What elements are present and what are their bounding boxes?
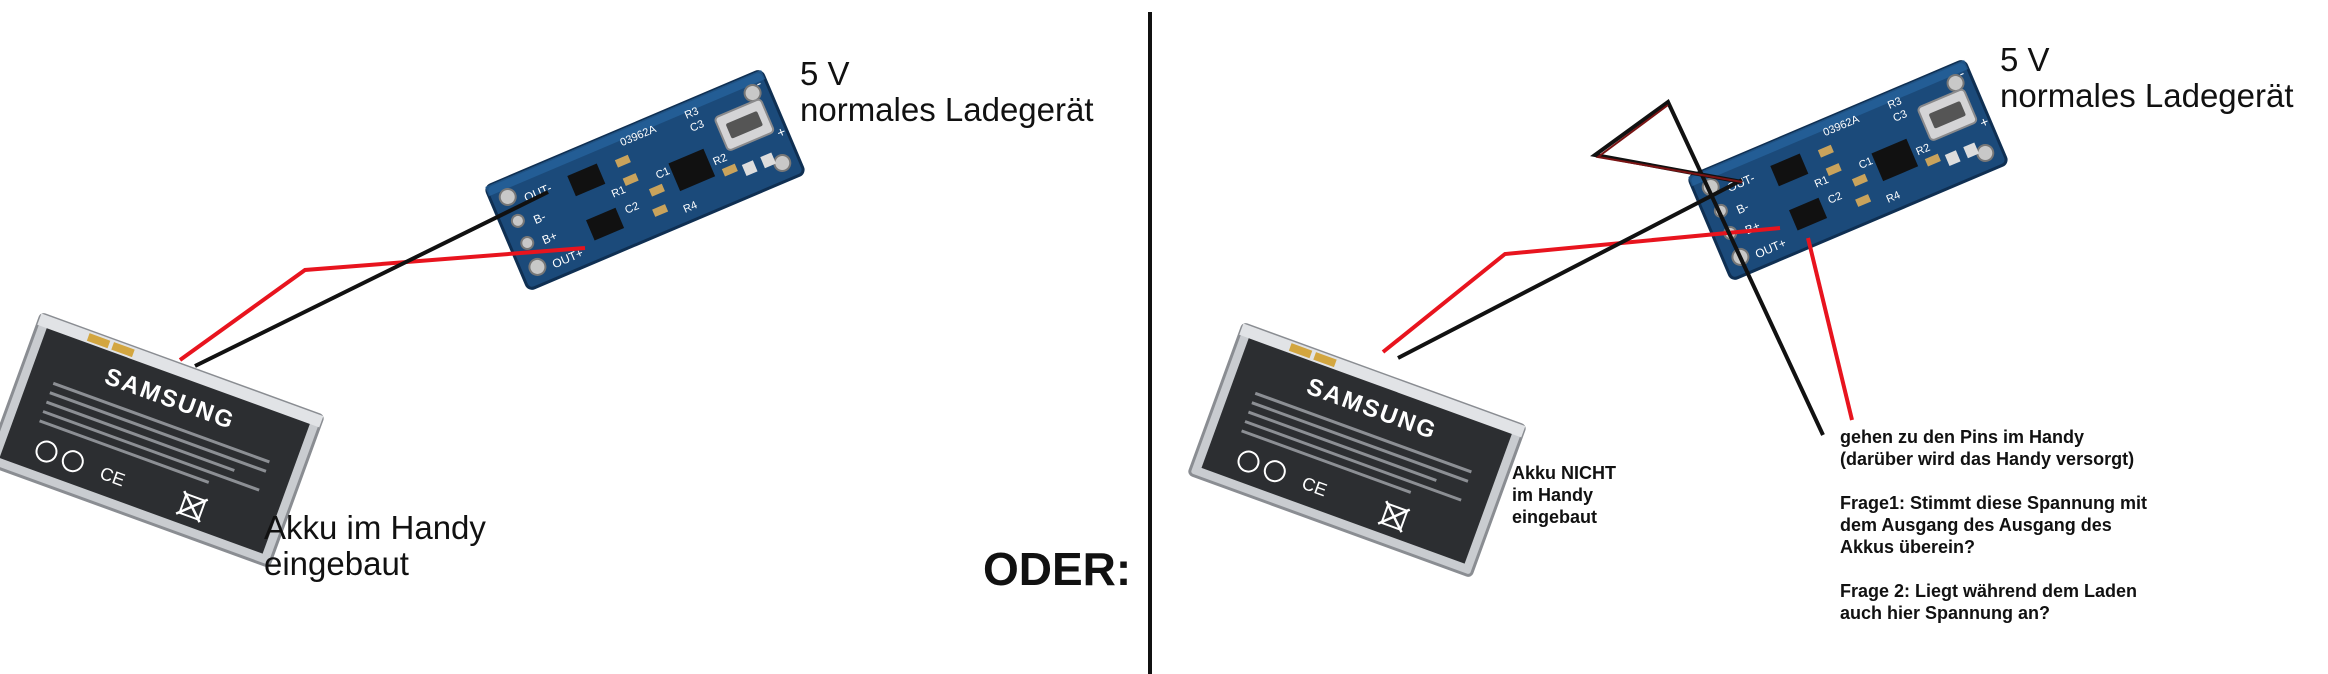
right-wire-red-loop	[1595, 104, 1743, 183]
right-wire-red-to-pins	[1806, 237, 1854, 421]
right-wire-red	[1381, 226, 1781, 354]
right-note: gehen zu den Pins im Handy (darüber wird…	[1840, 427, 2148, 623]
oder-label: ODER:	[983, 543, 1132, 595]
left-wire-black	[194, 190, 549, 368]
right-charger-label: 5 V normales Ladegerät	[2000, 41, 2294, 114]
right-battery	[1187, 322, 1527, 578]
left-battery-label: Akku im Handy eingebaut	[264, 509, 486, 582]
right-battery-label: Akku NICHT im Handy eingebaut	[1512, 463, 1617, 527]
left-charger-label: 5 V normales Ladegerät	[800, 55, 1094, 128]
left-board	[483, 68, 807, 292]
left-wire-red	[178, 246, 586, 362]
right-wire-black	[1397, 178, 1743, 360]
